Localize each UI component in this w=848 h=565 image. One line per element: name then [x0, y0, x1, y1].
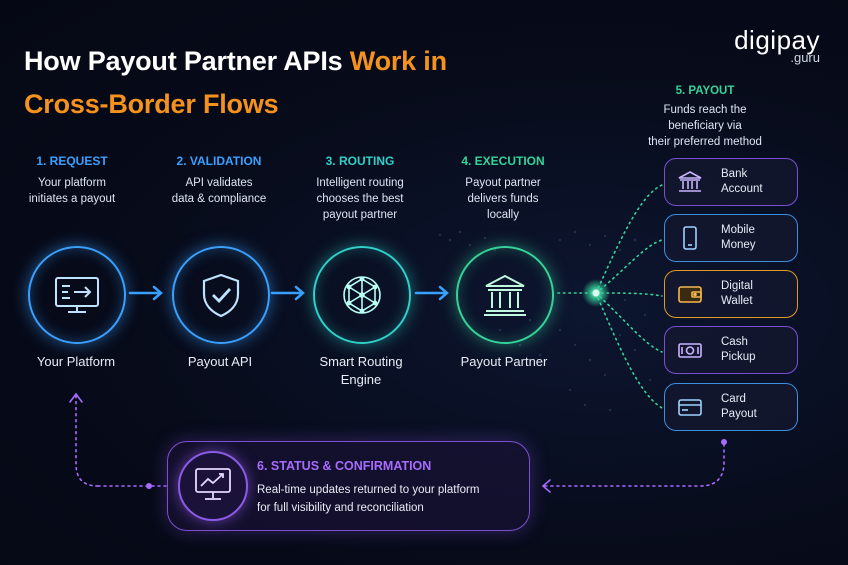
payout-title: 5. PAYOUT — [675, 85, 735, 97]
payout-desc-line-1: Funds reach the — [663, 104, 747, 116]
step-4-desc-line-2: delivers funds — [467, 193, 539, 205]
step-3-desc: Intelligent routing chooses the best pay… — [290, 175, 430, 223]
step-3-node — [313, 246, 411, 344]
loop-dot-left — [146, 483, 152, 489]
method-label-line-1: Mobile — [721, 224, 755, 236]
step-4-desc-line-1: Payout partner — [465, 177, 541, 189]
status-desc-line-2: for full visibility and reconciliation — [257, 502, 424, 514]
method-label-line-2: Account — [721, 183, 763, 195]
title-part-2: Work in — [349, 46, 447, 76]
bank-icon — [484, 274, 526, 316]
payout-desc: Funds reach the beneficiary via their pr… — [640, 102, 770, 150]
step-4-node — [456, 246, 554, 344]
step-3-label: Smart Routing Engine — [291, 353, 431, 389]
method-label-line-2: Wallet — [721, 295, 753, 307]
step-4-desc: Payout partner delivers funds locally — [433, 175, 573, 223]
method-label-line-2: Money — [721, 239, 756, 251]
status-icon-circle — [178, 451, 248, 521]
step-2-desc: API validates data & compliance — [149, 175, 289, 207]
step-3-desc-line-1: Intelligent routing — [316, 177, 404, 189]
method-label-line-1: Card — [721, 393, 746, 405]
feedback-loop — [69, 392, 725, 493]
logo-main: digipay — [734, 25, 820, 55]
monitor-send-icon — [55, 277, 99, 313]
network-globe-icon — [343, 276, 381, 314]
step-1-desc-line-1: Your platform — [38, 177, 106, 189]
step-arrows — [128, 285, 449, 301]
logo-sub: .guru — [790, 50, 820, 65]
title-part-3: Cross-Border Flows — [24, 89, 279, 119]
method-label-line-2: Payout — [721, 408, 757, 420]
shield-check-icon — [202, 273, 240, 318]
brand-logo: digipay .guru — [734, 26, 820, 65]
status-desc-line-1: Real-time updates returned to your platf… — [257, 484, 480, 496]
method-label-line-1: Bank — [721, 168, 748, 180]
step-3-desc-line-2: chooses the best — [316, 193, 404, 205]
loop-dot-right — [721, 439, 727, 445]
card-icon — [678, 399, 702, 416]
step-2-title: 2. VALIDATION — [176, 154, 262, 168]
step-2-desc-line-2: data & compliance — [171, 193, 267, 205]
status-desc: Real-time updates returned to your platf… — [257, 481, 517, 517]
title-part-1: How Payout Partner APIs — [24, 46, 350, 76]
step-1-label: Your Platform — [36, 354, 116, 369]
payout-desc-line-2: beneficiary via — [668, 120, 742, 132]
step-1-title: 1. REQUEST — [36, 154, 108, 168]
method-label-line-1: Digital — [721, 280, 753, 292]
payout-fanout — [557, 184, 663, 409]
step-4-title: 4. EXECUTION — [461, 154, 545, 168]
step-3-desc-line-3: payout partner — [322, 209, 398, 221]
status-title: 6. STATUS & CONFIRMATION — [257, 459, 432, 473]
page-title: How Payout Partner APIs Work in Cross-Bo… — [24, 40, 447, 126]
phone-icon — [683, 226, 697, 250]
step-2-label: Payout API — [187, 354, 253, 369]
bank-icon — [678, 171, 702, 192]
monitor-chart-icon — [195, 468, 231, 500]
step-3-label-line-2: Engine — [340, 372, 382, 387]
step-1-desc: Your platform initiates a payout — [2, 175, 142, 207]
step-1-desc-line-2: initiates a payout — [28, 193, 116, 205]
step-2-node — [172, 246, 270, 344]
step-3-title: 3. ROUTING — [325, 154, 395, 168]
step-3-label-line-1: Smart Routing — [319, 354, 403, 369]
step-4-desc-line-3: locally — [487, 209, 519, 221]
step-1-node — [28, 246, 126, 344]
wallet-icon — [678, 286, 702, 303]
step-4-label: Payout Partner — [460, 354, 548, 369]
method-label-line-2: Pickup — [721, 351, 756, 363]
payout-desc-line-3: their preferred method — [648, 136, 762, 148]
method-label-line-1: Cash — [721, 336, 748, 348]
cash-icon — [678, 343, 702, 358]
step-2-desc-line-1: API validates — [185, 177, 253, 189]
routing-hub — [592, 289, 600, 297]
